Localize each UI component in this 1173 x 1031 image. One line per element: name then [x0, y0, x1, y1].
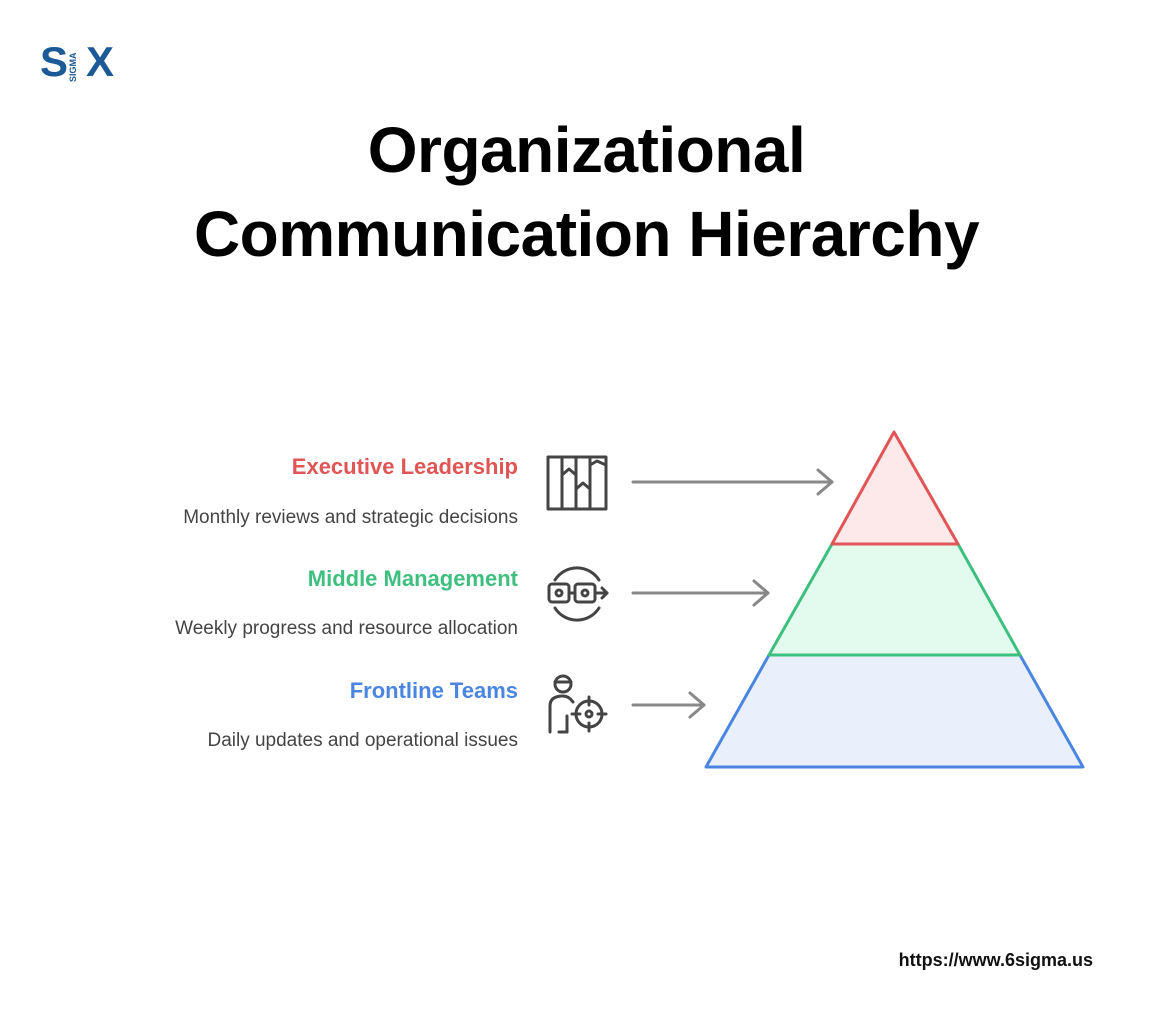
- six-sigma-logo: S SIGMA X: [40, 38, 114, 84]
- middle-management-description: Weekly progress and resource allocation: [175, 618, 518, 639]
- executive-leadership-label: Executive Leadership: [291, 454, 518, 479]
- glasses-cycle-icon: [547, 566, 609, 622]
- executive-arrow: [631, 468, 834, 496]
- executive-leadership-description: Monthly reviews and strategic decisions: [183, 507, 518, 528]
- hierarchy-pyramid: [704, 430, 1085, 769]
- website-url[interactable]: https://www.6sigma.us: [898, 950, 1093, 970]
- worker-target-icon: [548, 674, 608, 734]
- frontline-teams-label: Frontline Teams: [349, 678, 518, 703]
- title-line-1: Organizational: [367, 114, 806, 186]
- pyramid-tier-middle: [767, 542, 1022, 657]
- middle-management-label: Middle Management: [307, 566, 518, 591]
- pyramid-tier-top: [830, 430, 960, 546]
- logo-letter-x: X: [86, 38, 114, 84]
- page-title: Organizational Communication Hierarchy: [0, 108, 1173, 276]
- pyramid-tier-bottom: [704, 653, 1085, 769]
- logo-letter-s: S: [40, 38, 68, 84]
- columns-icon: [546, 455, 608, 511]
- frontline-teams-description: Daily updates and operational issues: [207, 730, 518, 751]
- title-line-2: Communication Hierarchy: [193, 198, 980, 270]
- middle-management-arrow: [631, 579, 770, 607]
- frontline-teams-arrow: [631, 691, 706, 719]
- logo-sigma-text: SIGMA: [68, 52, 78, 82]
